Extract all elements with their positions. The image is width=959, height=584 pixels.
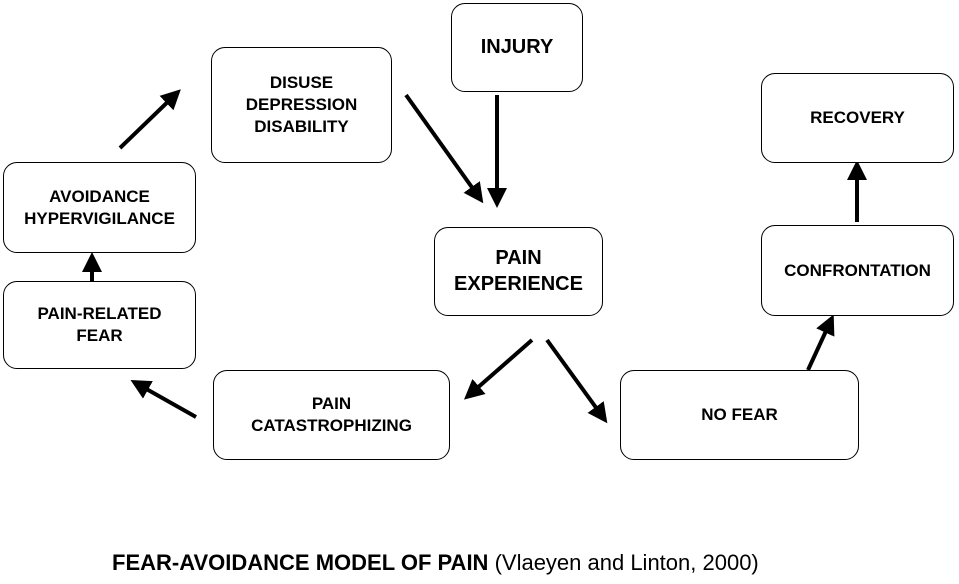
- node-disuse-line-1: DISUSE: [269, 73, 334, 93]
- arrow-no-fear-to-confrontation: [806, 314, 835, 371]
- node-fear-line-1: PAIN-RELATED: [37, 304, 162, 324]
- node-catastrophizing-line-1: PAIN: [311, 394, 352, 414]
- node-avoidance-hypervigilance: AVOIDANCE HYPERVIGILANCE: [3, 162, 196, 253]
- caption-citation: (Vlaeyen and Linton, 2000): [488, 550, 759, 575]
- node-pain-experience-line-2: EXPERIENCE: [454, 272, 583, 295]
- node-fear-line-2: FEAR: [76, 326, 123, 345]
- node-avoidance-line-1: AVOIDANCE: [49, 186, 150, 206]
- node-catastrophizing-line-2: CATASTROPHIZING: [251, 416, 412, 435]
- node-no-fear-line-1: NO FEAR: [701, 405, 778, 425]
- node-avoidance-line-2: HYPERVIGILANCE: [24, 208, 175, 228]
- arrow-disuse-to-pain-experience: [404, 93, 484, 204]
- figure-caption: FEAR-AVOIDANCE MODEL OF PAIN (Vlaeyen an…: [112, 550, 759, 576]
- node-confrontation: CONFRONTATION: [761, 225, 954, 316]
- arrow-pain-experience-to-catastrophizing: [463, 338, 534, 400]
- node-recovery-line-1: RECOVERY: [810, 108, 905, 128]
- node-disuse-depression-disability: DISUSE DEPRESSION DISABILITY: [211, 47, 392, 163]
- arrow-pain-experience-to-no-fear: [545, 338, 608, 424]
- node-pain-catastrophizing: PAIN CATASTROPHIZING: [213, 370, 450, 460]
- node-confrontation-line-1: CONFRONTATION: [784, 260, 931, 280]
- node-no-fear: NO FEAR: [620, 370, 859, 460]
- caption-title: FEAR-AVOIDANCE MODEL OF PAIN: [112, 550, 489, 575]
- node-disuse-line-2: DEPRESSION: [245, 95, 358, 115]
- node-pain-experience-line-1: PAIN: [495, 246, 542, 269]
- arrow-catastrophizing-to-fear: [130, 380, 197, 419]
- node-injury-line-1: INJURY: [480, 35, 554, 58]
- node-pain-experience: PAIN EXPERIENCE: [434, 227, 603, 316]
- node-injury: INJURY: [451, 3, 583, 92]
- node-recovery: RECOVERY: [761, 73, 954, 163]
- arrow-avoidance-to-disuse: [118, 89, 181, 150]
- node-pain-related-fear: PAIN-RELATED FEAR: [3, 281, 196, 369]
- node-disuse-line-3: DISABILITY: [254, 116, 349, 136]
